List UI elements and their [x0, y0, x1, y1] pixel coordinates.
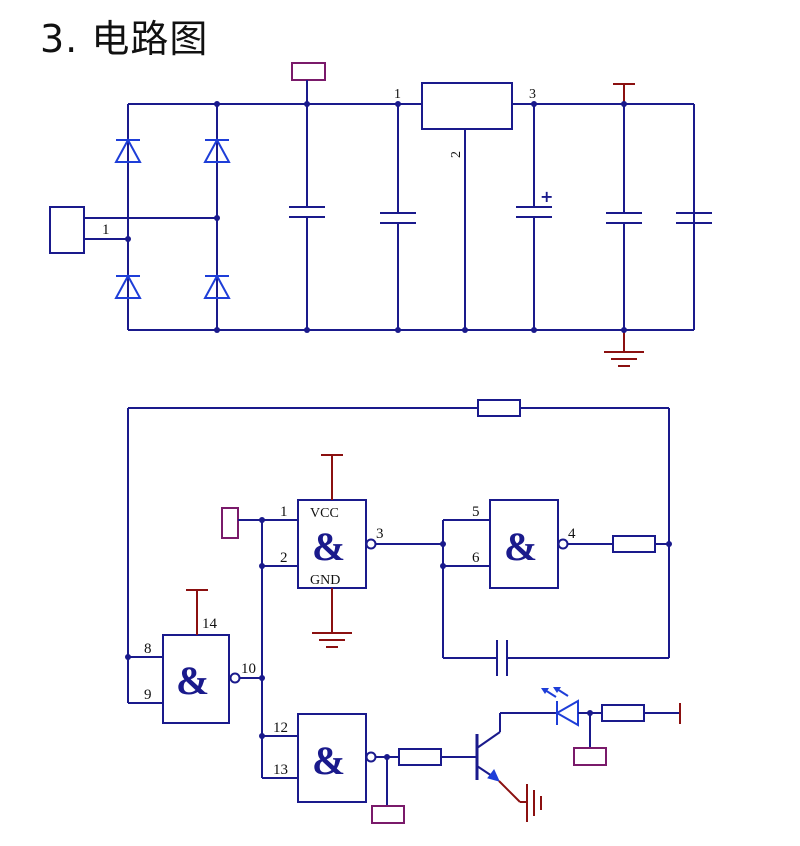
ground-symbol-emitter [498, 780, 542, 822]
led [541, 687, 579, 727]
regulator-pin-2: 2 [449, 151, 464, 158]
polarity-mark: + [540, 187, 553, 206]
npn-transistor [475, 713, 501, 782]
ground-symbol-psu [604, 330, 644, 367]
led-resistor [601, 704, 645, 722]
node-label-ac: 1 [102, 222, 110, 238]
regulator-pin-1: 1 [394, 87, 401, 102]
gate-d-output-bubble [365, 751, 377, 763]
test-pad-unreg [291, 62, 326, 81]
gate-c-pin-8: 8 [144, 641, 152, 657]
diode-bridge [114, 137, 231, 299]
gate-a-pin-3: 3 [376, 526, 384, 542]
page-title: 3. 电路图 [40, 17, 209, 61]
gate-a-pin-2: 2 [280, 550, 288, 566]
test-pad-output [371, 805, 405, 824]
gate-c-pin-10: 10 [241, 661, 256, 677]
logic-section: & VCC GND 1 2 3 & 5 6 4 [125, 399, 681, 824]
gate-a-vcc-label: VCC [310, 506, 339, 521]
regulator-pin-3: 3 [529, 87, 536, 102]
test-pad-input [221, 507, 239, 539]
gate-d [297, 713, 367, 803]
ground-symbol-logic [312, 588, 352, 648]
diode-d4 [203, 273, 231, 299]
gate-c-pin-14: 14 [202, 616, 218, 632]
gate-b-output-bubble [557, 538, 569, 550]
diode-d1 [114, 137, 142, 163]
diode-d3 [114, 273, 142, 299]
gate-a-gnd-label: GND [310, 573, 340, 588]
test-pad-led [573, 747, 607, 766]
gate-b-symbol: & [504, 524, 537, 569]
gate-c-output-bubble [229, 672, 241, 684]
gate-d-pin-13: 13 [273, 762, 288, 778]
gate-a [297, 499, 367, 589]
gate-d-pin-12: 12 [273, 720, 288, 736]
gate-a-pin-1: 1 [280, 504, 288, 520]
gate-c-symbol: & [176, 658, 209, 703]
gate-b-pin-5: 5 [472, 504, 480, 520]
gate-c-pin-9: 9 [144, 687, 152, 703]
psu-junctions [125, 101, 627, 333]
base-resistor [398, 748, 442, 766]
gate-c [162, 634, 230, 724]
diode-d2 [203, 137, 231, 163]
gate-d-symbol: & [312, 738, 345, 783]
gate-a-output-bubble [365, 538, 377, 550]
oscillator-resistor [612, 535, 656, 553]
power-supply-section: 1 1 2 3 + [49, 62, 712, 367]
ac-input-connector [49, 206, 85, 254]
feedback-resistor [477, 399, 521, 417]
gate-a-symbol: & [312, 524, 345, 569]
gate-b [489, 499, 559, 589]
gate-b-pin-6: 6 [472, 550, 480, 566]
voltage-regulator [421, 82, 513, 130]
gate-b-pin-4: 4 [568, 526, 576, 542]
logic-junctions [125, 517, 672, 760]
